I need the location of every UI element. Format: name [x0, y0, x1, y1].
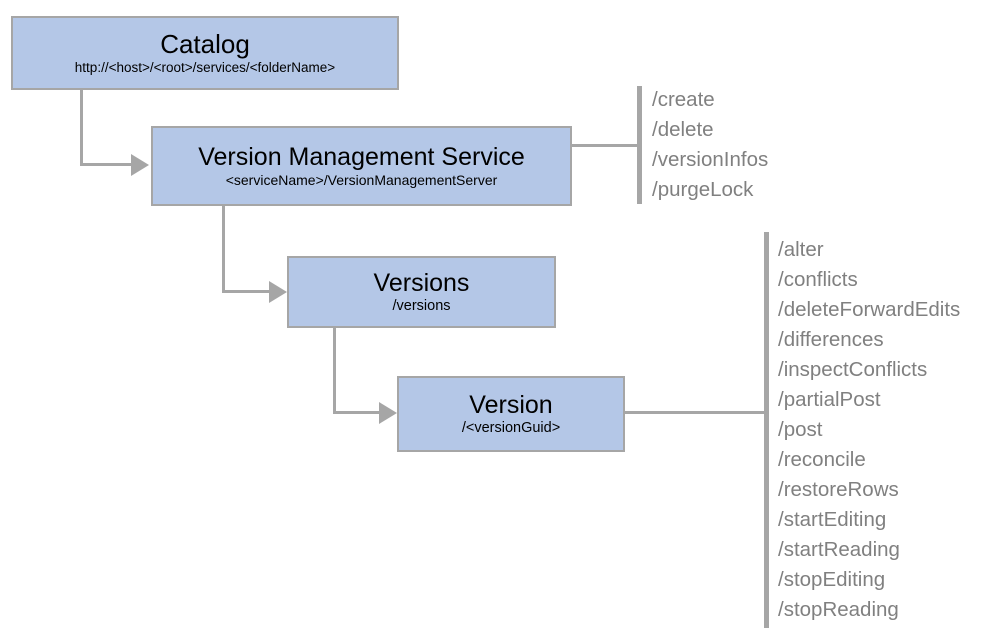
- connector-service-to-versions-horizontal: [222, 290, 271, 293]
- endpoint-item[interactable]: /startReading: [778, 538, 900, 561]
- node-versions[interactable]: Versions /versions: [287, 256, 556, 328]
- endpoint-item[interactable]: /post: [778, 418, 823, 441]
- endpoint-item[interactable]: /differences: [778, 328, 884, 351]
- endpoint-list-service-operations: /create /delete /versionInfos /purgeLock: [652, 85, 768, 205]
- node-version-subtitle: /<versionGuid>: [461, 420, 561, 437]
- node-catalog-subtitle: http://<host>/<root>/services/<folderNam…: [74, 60, 336, 76]
- node-version-management-service-title: Version Management Service: [198, 143, 525, 172]
- node-version-management-service-subtitle: <serviceName>/VersionManagementServer: [225, 172, 498, 189]
- endpoint-item[interactable]: /restoreRows: [778, 478, 899, 501]
- endpoint-item[interactable]: /versionInfos: [652, 148, 769, 171]
- node-version[interactable]: Version /<versionGuid>: [397, 376, 625, 452]
- endpoint-item[interactable]: /reconcile: [778, 448, 866, 471]
- endpoint-item[interactable]: /stopReading: [778, 598, 899, 621]
- node-version-management-service[interactable]: Version Management Service <serviceName>…: [151, 126, 572, 206]
- endpoint-item[interactable]: /create: [652, 88, 715, 111]
- connector-catalog-to-service-horizontal: [80, 163, 133, 166]
- endpoint-item[interactable]: /delete: [652, 118, 714, 141]
- node-catalog-title: Catalog: [160, 29, 250, 60]
- endpoint-item[interactable]: /purgeLock: [652, 178, 754, 201]
- endpoint-item[interactable]: /deleteForwardEdits: [778, 298, 961, 321]
- node-versions-title: Versions: [373, 269, 470, 298]
- node-version-title: Version: [469, 391, 553, 420]
- connector-catalog-to-service-vertical: [80, 90, 83, 166]
- arrowhead-icon-catalog-to-service: [131, 154, 149, 176]
- arrowhead-icon-versions-to-version: [379, 402, 397, 424]
- connector-service-to-versions-vertical: [222, 206, 225, 292]
- endpoint-item[interactable]: /inspectConflicts: [778, 358, 928, 381]
- connector-versions-to-version-horizontal: [333, 411, 381, 414]
- bracket-bar-version-operations: [764, 232, 769, 628]
- node-catalog[interactable]: Catalog http://<host>/<root>/services/<f…: [11, 16, 399, 90]
- endpoint-item[interactable]: /stopEditing: [778, 568, 886, 591]
- connector-version-to-operations: [625, 411, 769, 414]
- bracket-bar-service-operations: [637, 86, 642, 204]
- arrowhead-icon-service-to-versions: [269, 281, 287, 303]
- endpoint-item[interactable]: /alter: [778, 238, 824, 261]
- endpoint-item[interactable]: /partialPost: [778, 388, 881, 411]
- endpoint-item[interactable]: /conflicts: [778, 268, 858, 291]
- endpoint-list-version-operations: /alter /conflicts /deleteForwardEdits /d…: [778, 235, 960, 625]
- endpoint-item[interactable]: /startEditing: [778, 508, 887, 531]
- node-versions-subtitle: /versions: [392, 298, 451, 315]
- connector-service-to-operations: [572, 144, 642, 147]
- connector-versions-to-version-vertical: [333, 328, 336, 413]
